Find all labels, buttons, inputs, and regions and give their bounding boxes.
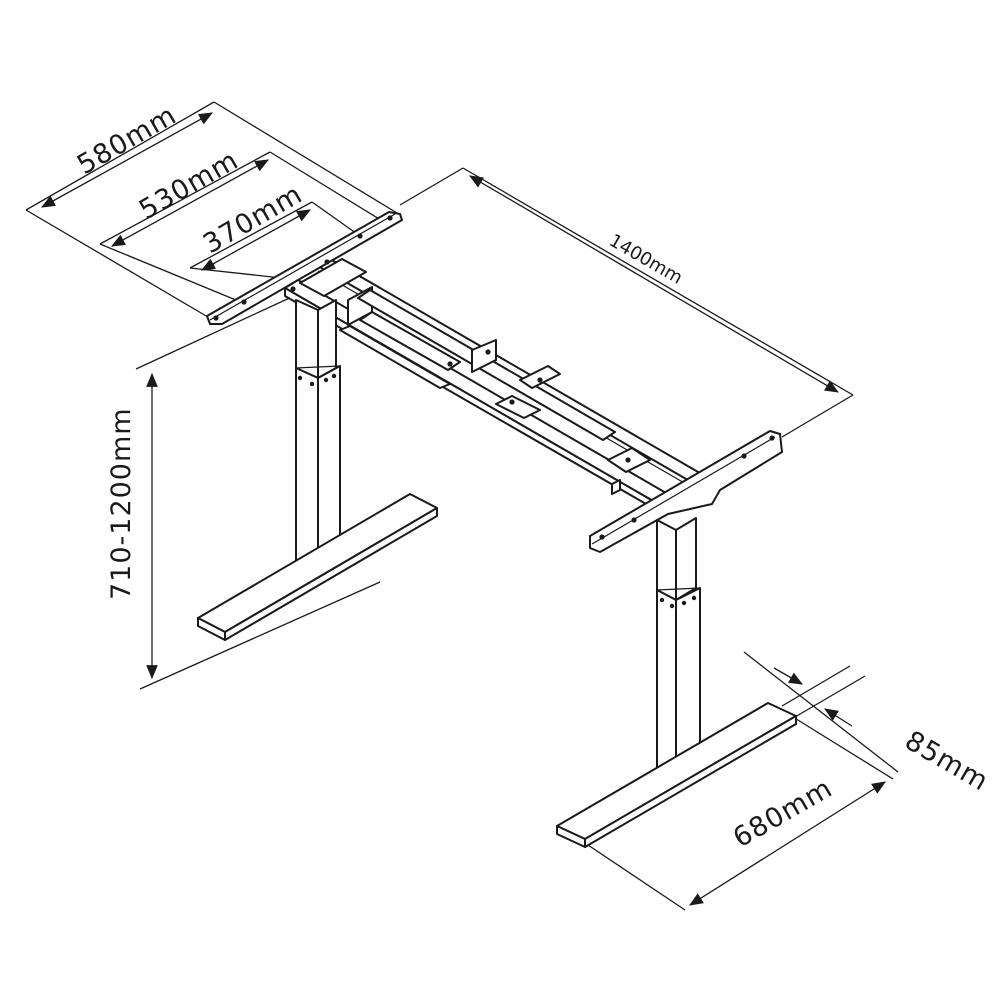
- label-530: 530mm: [134, 145, 244, 226]
- dim-1400-arrow: [468, 175, 840, 393]
- dim-680-arrow: [689, 781, 886, 906]
- dim-580-extension-b: [213, 101, 398, 214]
- label-height: 710-1200mm: [106, 407, 137, 600]
- dim-85-arrow-a: [773, 667, 804, 685]
- left-top-plate: [206, 211, 403, 325]
- label-370: 370mm: [198, 179, 308, 260]
- left-leg: [295, 299, 341, 576]
- right-leg: [656, 517, 701, 783]
- dim-1400-extension-b: [781, 394, 854, 438]
- dim-height-extension-bottom: [139, 581, 381, 690]
- dim-85-extension-b: [794, 675, 866, 718]
- dim-1400-extension-a: [399, 167, 464, 206]
- desk-frame: [197, 211, 797, 848]
- label-680: 680mm: [728, 773, 838, 854]
- dim-530-extension-b: [269, 151, 385, 223]
- right-top-plate: [589, 430, 783, 553]
- left-foot: [197, 493, 438, 641]
- dimension-lines: [25, 101, 899, 911]
- dim-height-extension-top: [135, 294, 297, 370]
- dim-370-extension-b: [311, 201, 361, 237]
- dim-1400-line-span: [462, 167, 854, 396]
- label-580: 580mm: [72, 100, 182, 181]
- dim-530-arrow: [110, 159, 270, 247]
- middle-rails: [290, 258, 665, 501]
- label-1400: 1400mm: [606, 230, 687, 289]
- dim-85-extension-c: [781, 665, 851, 707]
- right-foot: [556, 702, 797, 848]
- dim-85-arrow-b: [824, 708, 853, 727]
- dim-85-extension-a: [743, 651, 899, 773]
- dim-580-extension-c: [25, 209, 214, 321]
- dim-370-arrow: [200, 209, 312, 271]
- dim-680-extension-b: [792, 716, 894, 780]
- label-85: 85mm: [900, 725, 994, 797]
- dim-530-extension-c: [99, 243, 249, 306]
- dim-680-extension-a: [584, 842, 686, 911]
- front-crossbeam: [284, 279, 674, 513]
